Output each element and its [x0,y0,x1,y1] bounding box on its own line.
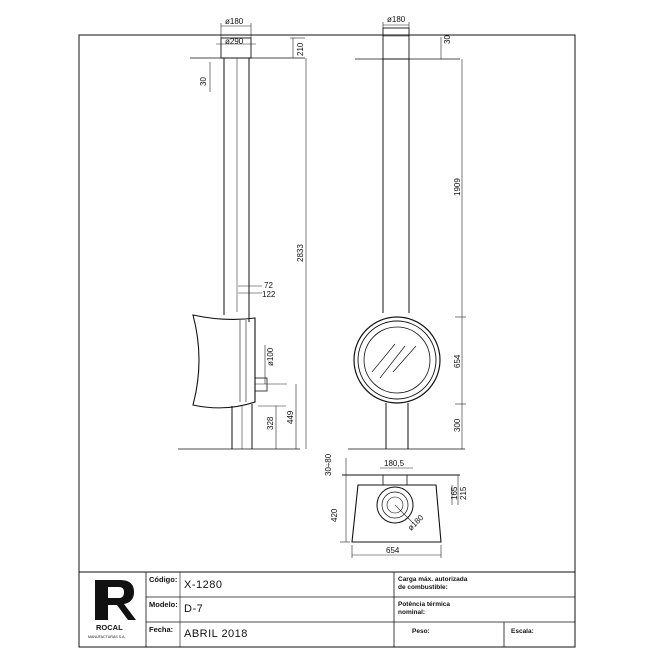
front-dim-flue-height: 1909 [453,178,462,196]
modelo-label: Modelo: [149,600,178,609]
codigo-value: X-1280 [184,579,222,591]
side-dim-offset-small: 72 [264,281,273,290]
top-dim-gap: 30÷80 [324,453,333,476]
carga-label-line2: de combustible: [398,584,448,591]
front-dim-body-height: 654 [453,354,462,368]
potencia-label-line2: nominal: [398,609,425,616]
top-dim-depth-large: 215 [459,486,468,500]
side-dim-total-height: 2833 [296,244,305,262]
rocal-logo [95,580,136,620]
front-dim-top-offset: 30 [443,35,452,44]
top-dim-width: 654 [386,546,400,555]
logo-subtext: MANUFACTURAS S.A. [88,635,126,639]
top-view [340,458,460,558]
fecha-value: ABRIL 2018 [184,628,248,640]
front-dim-base-height: 300 [453,418,462,432]
logo-text: ROCAL [96,623,123,632]
side-dim-outlet-height: 449 [286,410,295,424]
side-dim-collar: ø290 [225,37,244,46]
side-dim-collar-height: 210 [296,42,305,56]
side-dim-top-offset: 30 [199,77,208,86]
fecha-label: Fecha: [149,625,173,634]
top-dim-depth-small: 165 [450,486,459,500]
side-dim-outlet: ø100 [266,347,275,366]
top-dim-depth-total: 420 [330,508,339,522]
escala-label: Escala: [511,628,534,635]
potencia-label-line1: Potência térmica [398,601,450,608]
sheet-border [78,34,576,648]
side-dim-flue-outer: ø180 [225,17,244,26]
side-view [178,23,307,450]
side-dim-offset-large: 122 [262,290,276,299]
front-dim-flue-outer: ø180 [387,15,406,24]
side-dim-base-height: 328 [266,416,275,430]
modelo-value: D-7 [184,603,203,615]
top-dim-flue-offset: 180,5 [384,459,405,468]
front-view [348,22,466,450]
carga-label-line1: Carga máx. autorizada [398,576,468,583]
title-block [78,571,576,648]
peso-label: Peso: [412,628,430,635]
codigo-label: Código: [149,575,177,584]
